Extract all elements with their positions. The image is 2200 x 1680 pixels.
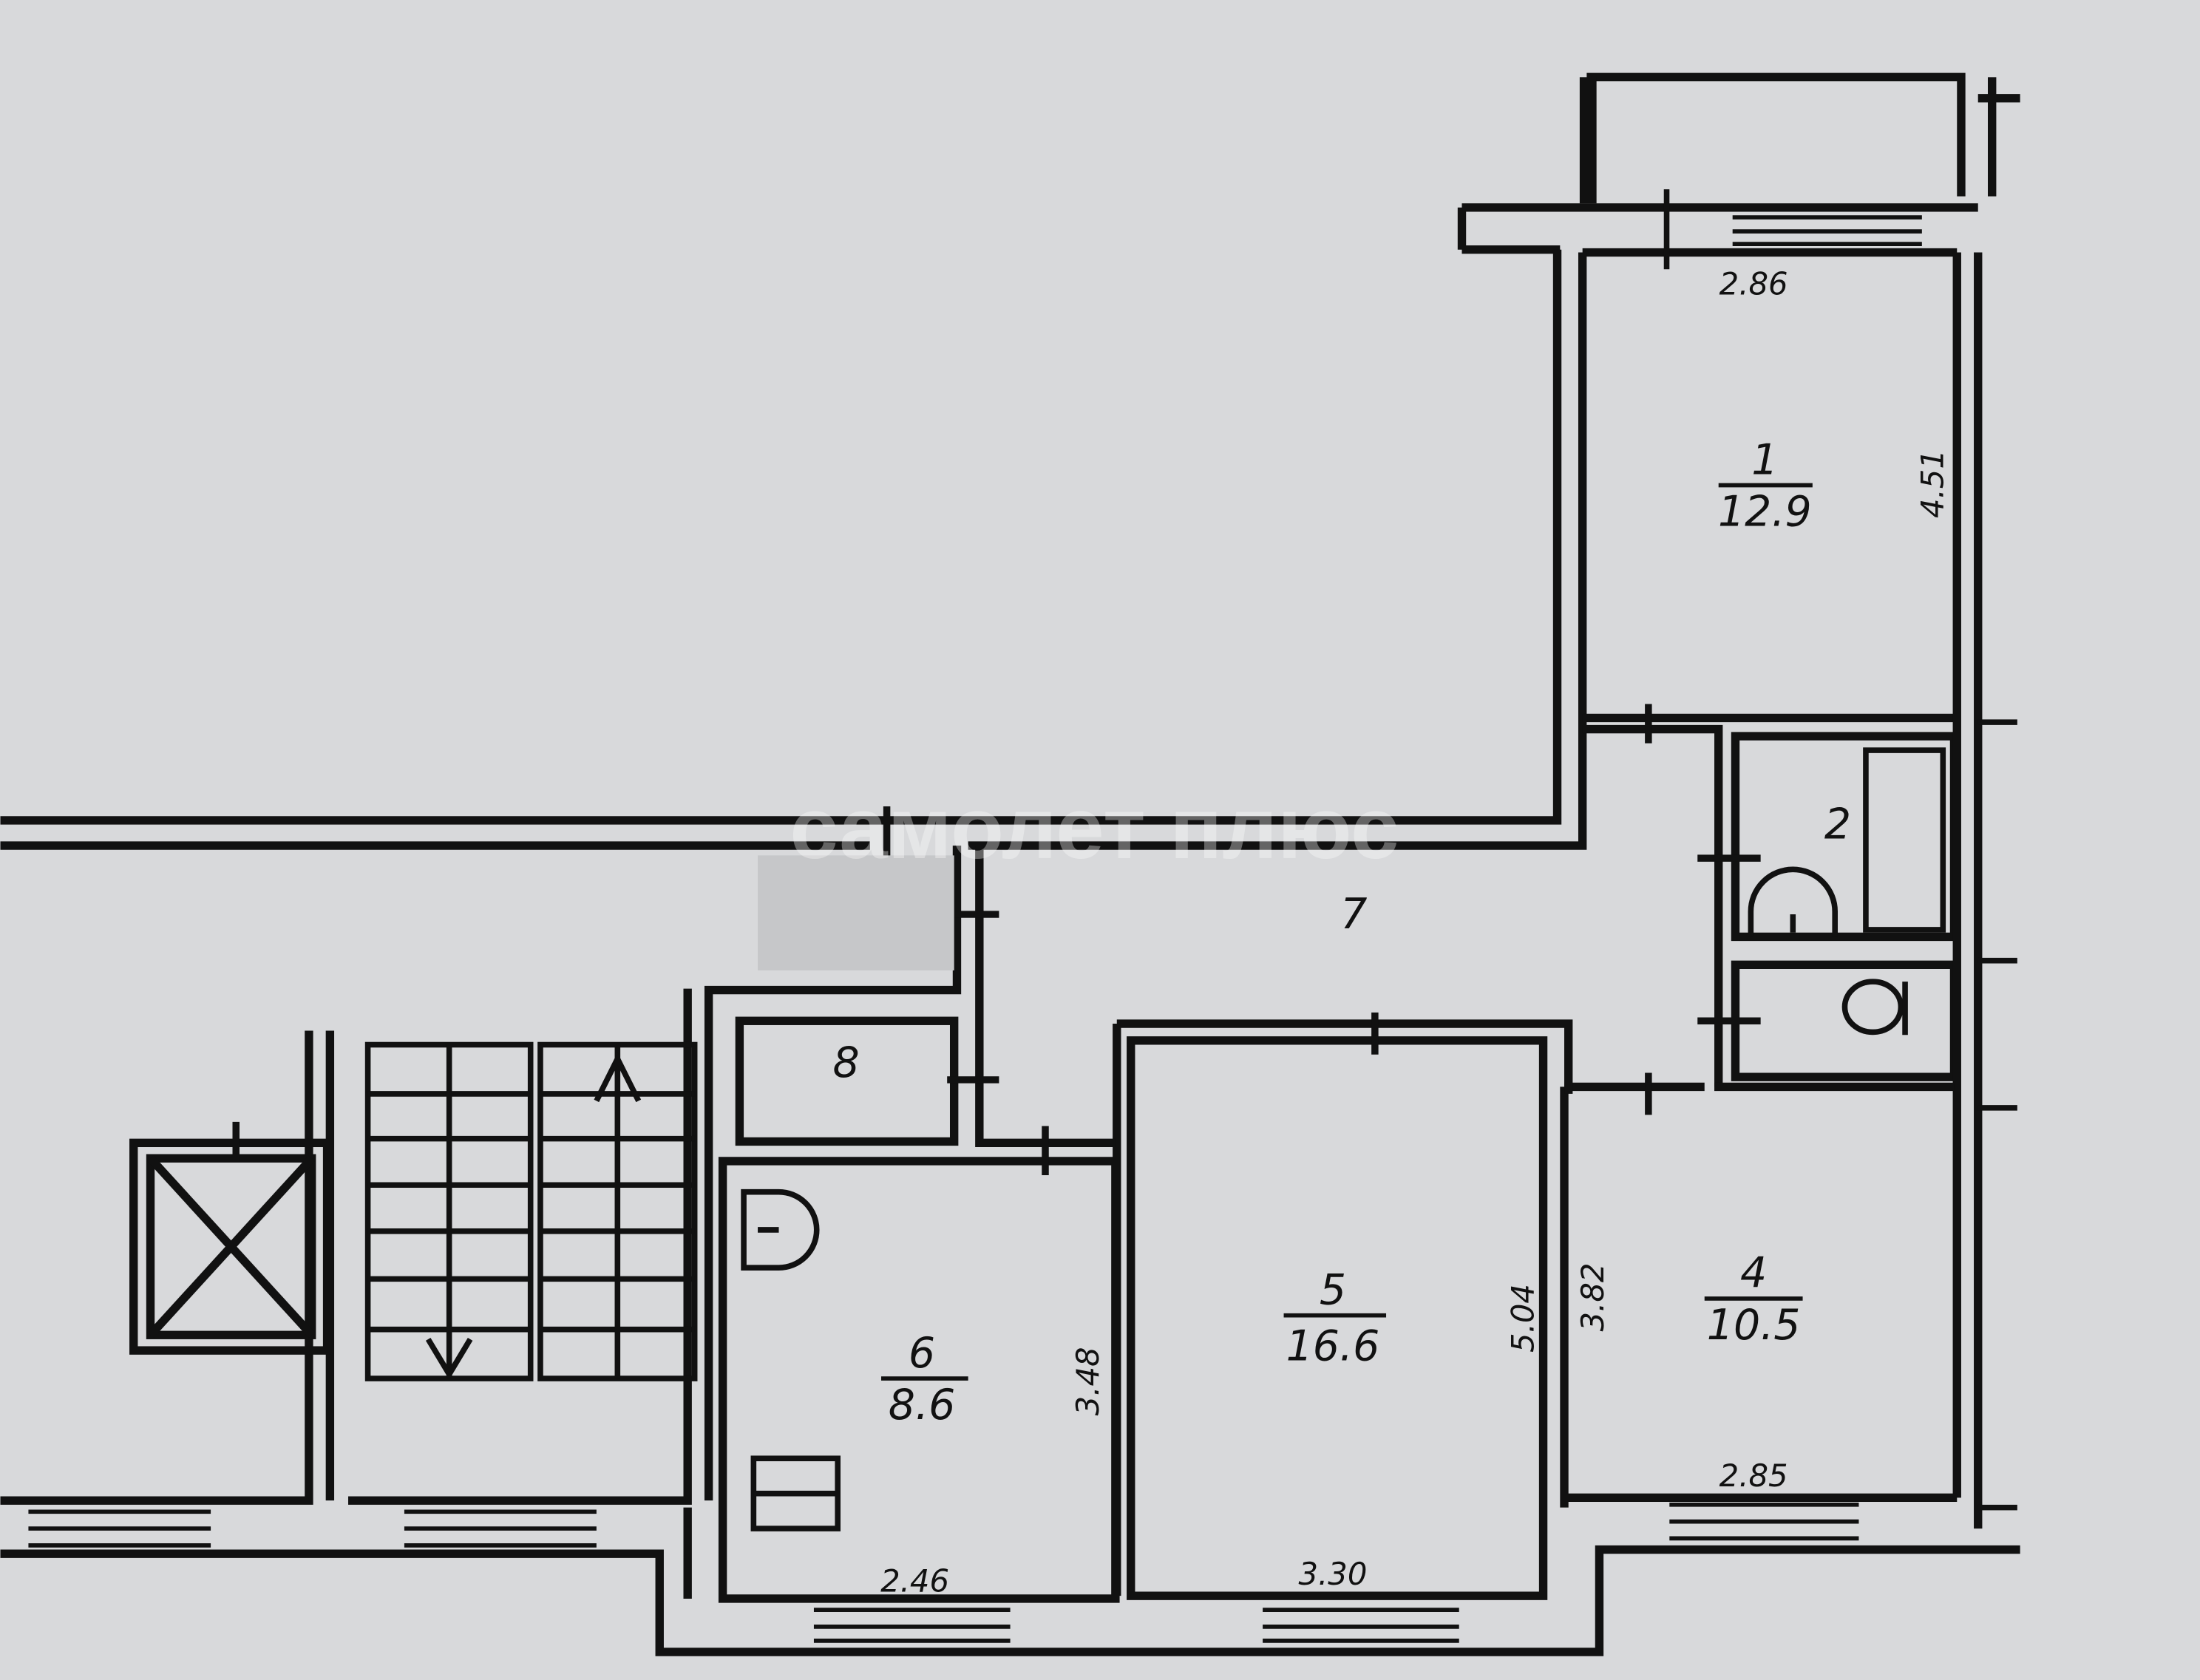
sink-kitchen-icon [741, 1188, 820, 1271]
window-room-5 [1263, 1608, 1459, 1643]
redaction-block [758, 855, 954, 970]
bathtub-icon [1863, 747, 1946, 933]
room-1-width: 2.86 [1719, 265, 1788, 302]
room-5-area: 16.6 [1286, 1322, 1380, 1370]
walls [0, 72, 2020, 1656]
room-8-number: 8 [832, 1038, 859, 1087]
room-1-number: 1 [1751, 435, 1778, 484]
sink-icon [1748, 866, 1838, 937]
room-labels: 1 12.9 2.86 4.51 2 4 10.5 3.82 2.85 5 16… [832, 265, 1950, 1599]
staircase [364, 1041, 698, 1381]
room-4-length: 3.82 [1575, 1263, 1611, 1332]
toilet-icon [1841, 979, 1904, 1035]
fixtures [741, 747, 1946, 1531]
room-6-number: 6 [909, 1329, 935, 1378]
window-room-1 [1732, 215, 1922, 246]
room-1-area: 12.9 [1718, 487, 1812, 536]
room-6-length: 3.48 [1070, 1347, 1106, 1415]
room-4-width: 2.85 [1719, 1458, 1788, 1494]
balcony-outline [1586, 72, 1966, 197]
watermark: самолет плюс [790, 780, 1399, 877]
room-6-width: 2.46 [880, 1562, 949, 1599]
window-room-6 [813, 1608, 1011, 1643]
room-7-number: 7 [1340, 890, 1367, 939]
room-2-number: 2 [1824, 800, 1851, 849]
window-room-4 [1669, 1502, 1859, 1541]
room-4-number: 4 [1740, 1249, 1767, 1298]
room-5-length: 5.04 [1504, 1284, 1541, 1353]
room-5-width: 3.30 [1298, 1556, 1367, 1592]
room-6-area: 8.6 [889, 1381, 955, 1429]
room-4-area: 10.5 [1707, 1301, 1801, 1350]
room-1-length: 4.51 [1914, 449, 1950, 518]
room-5-number: 5 [1320, 1266, 1346, 1315]
